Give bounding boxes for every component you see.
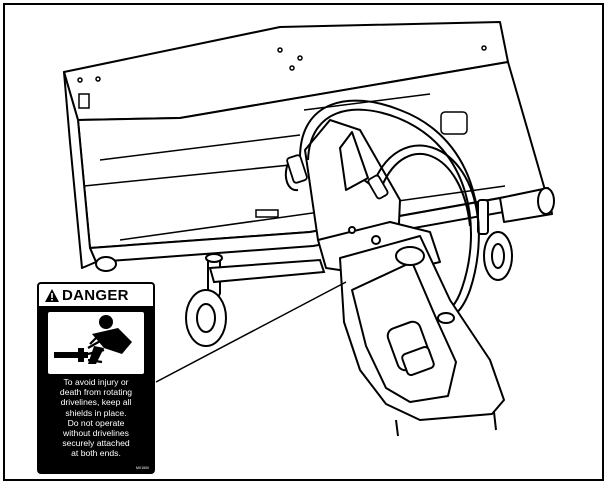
warning-triangle-icon [45, 289, 59, 302]
hose-couplers [286, 154, 389, 200]
bolt [95, 76, 101, 82]
deck-roller-end [95, 256, 117, 272]
deck-seam-line [99, 134, 301, 161]
left-caster-wheel [185, 253, 326, 347]
figure-border [3, 3, 604, 481]
decal-part-code: MX1500 [135, 466, 149, 470]
deck-mid-crease [83, 163, 301, 187]
decal-callout-leader [155, 281, 347, 383]
decal-pictogram [48, 312, 144, 374]
driveline-tongue [339, 226, 505, 437]
deck-label-plate-right [440, 111, 468, 135]
bolt [77, 77, 83, 83]
decal-title: DANGER [62, 287, 129, 304]
decal-header: DANGER [39, 284, 153, 308]
deck-slot [255, 209, 279, 218]
driveline-entanglement-icon [54, 315, 132, 364]
bolt [297, 55, 303, 61]
bolt [289, 65, 295, 71]
bolt [277, 47, 283, 53]
danger-safety-decal: DANGER To avoid injury or death from rot… [37, 282, 155, 474]
right-caster-wheel [477, 199, 513, 281]
right-tube-cap [537, 187, 555, 215]
deck-lower-crease [119, 185, 506, 241]
bolt [481, 45, 487, 51]
hydraulic-hoses [284, 99, 480, 319]
decal-warning-text: To avoid injury or death from rotating d… [59, 377, 133, 459]
deck-label-plate-left [78, 93, 90, 109]
